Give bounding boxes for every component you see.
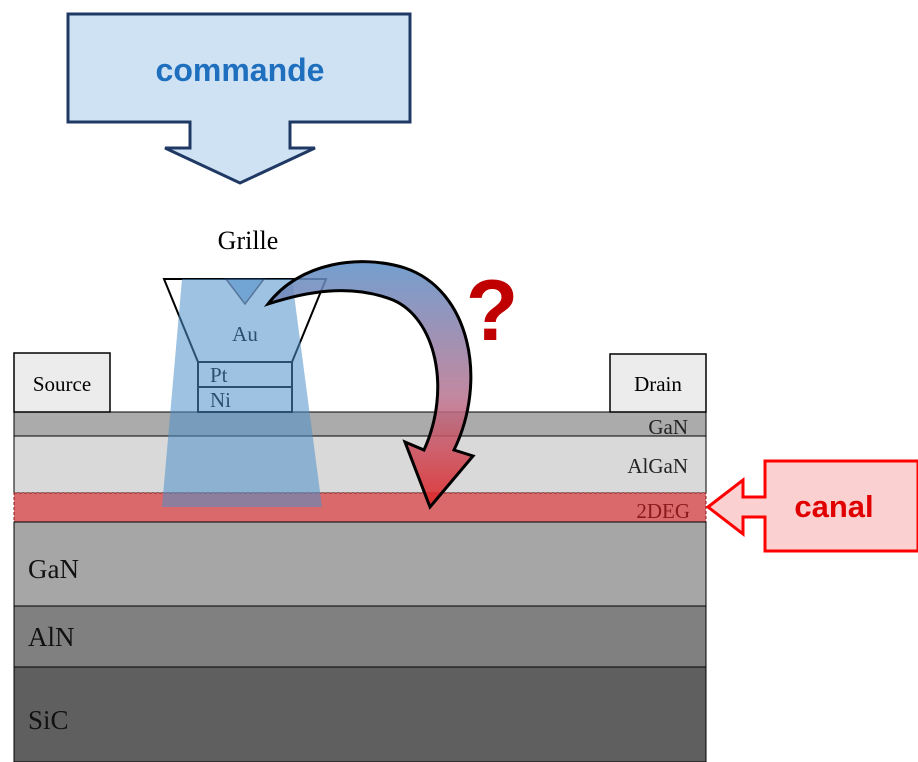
question-mark: ? xyxy=(466,263,519,359)
algan-layer xyxy=(13,435,707,494)
gan-buffer-layer xyxy=(13,521,707,607)
aln-label: AlN xyxy=(28,622,75,652)
two-deg-layer xyxy=(13,492,707,523)
aln-layer xyxy=(13,605,707,668)
beam-notch xyxy=(224,278,266,306)
gan-cap-label: GaN xyxy=(648,415,688,439)
field-beam xyxy=(162,279,322,507)
gate-title: Grille xyxy=(218,226,279,255)
drain-contact xyxy=(609,353,707,413)
command-label: commande xyxy=(156,52,325,88)
sic-label: SiC xyxy=(28,705,69,735)
two-deg-label: 2DEG xyxy=(636,499,690,523)
canal-label: canal xyxy=(794,489,873,524)
gan-buffer-label: GaN xyxy=(28,554,79,584)
canal-arrow xyxy=(705,459,918,553)
sic-layer xyxy=(13,666,707,762)
algan-label: AlGaN xyxy=(627,454,688,478)
command-arrow xyxy=(66,12,412,185)
gan-cap-layer xyxy=(13,411,707,437)
influence-arrow xyxy=(263,260,476,510)
source-contact xyxy=(13,352,111,413)
source-label: Source xyxy=(33,372,91,396)
drain-label: Drain xyxy=(634,372,682,396)
